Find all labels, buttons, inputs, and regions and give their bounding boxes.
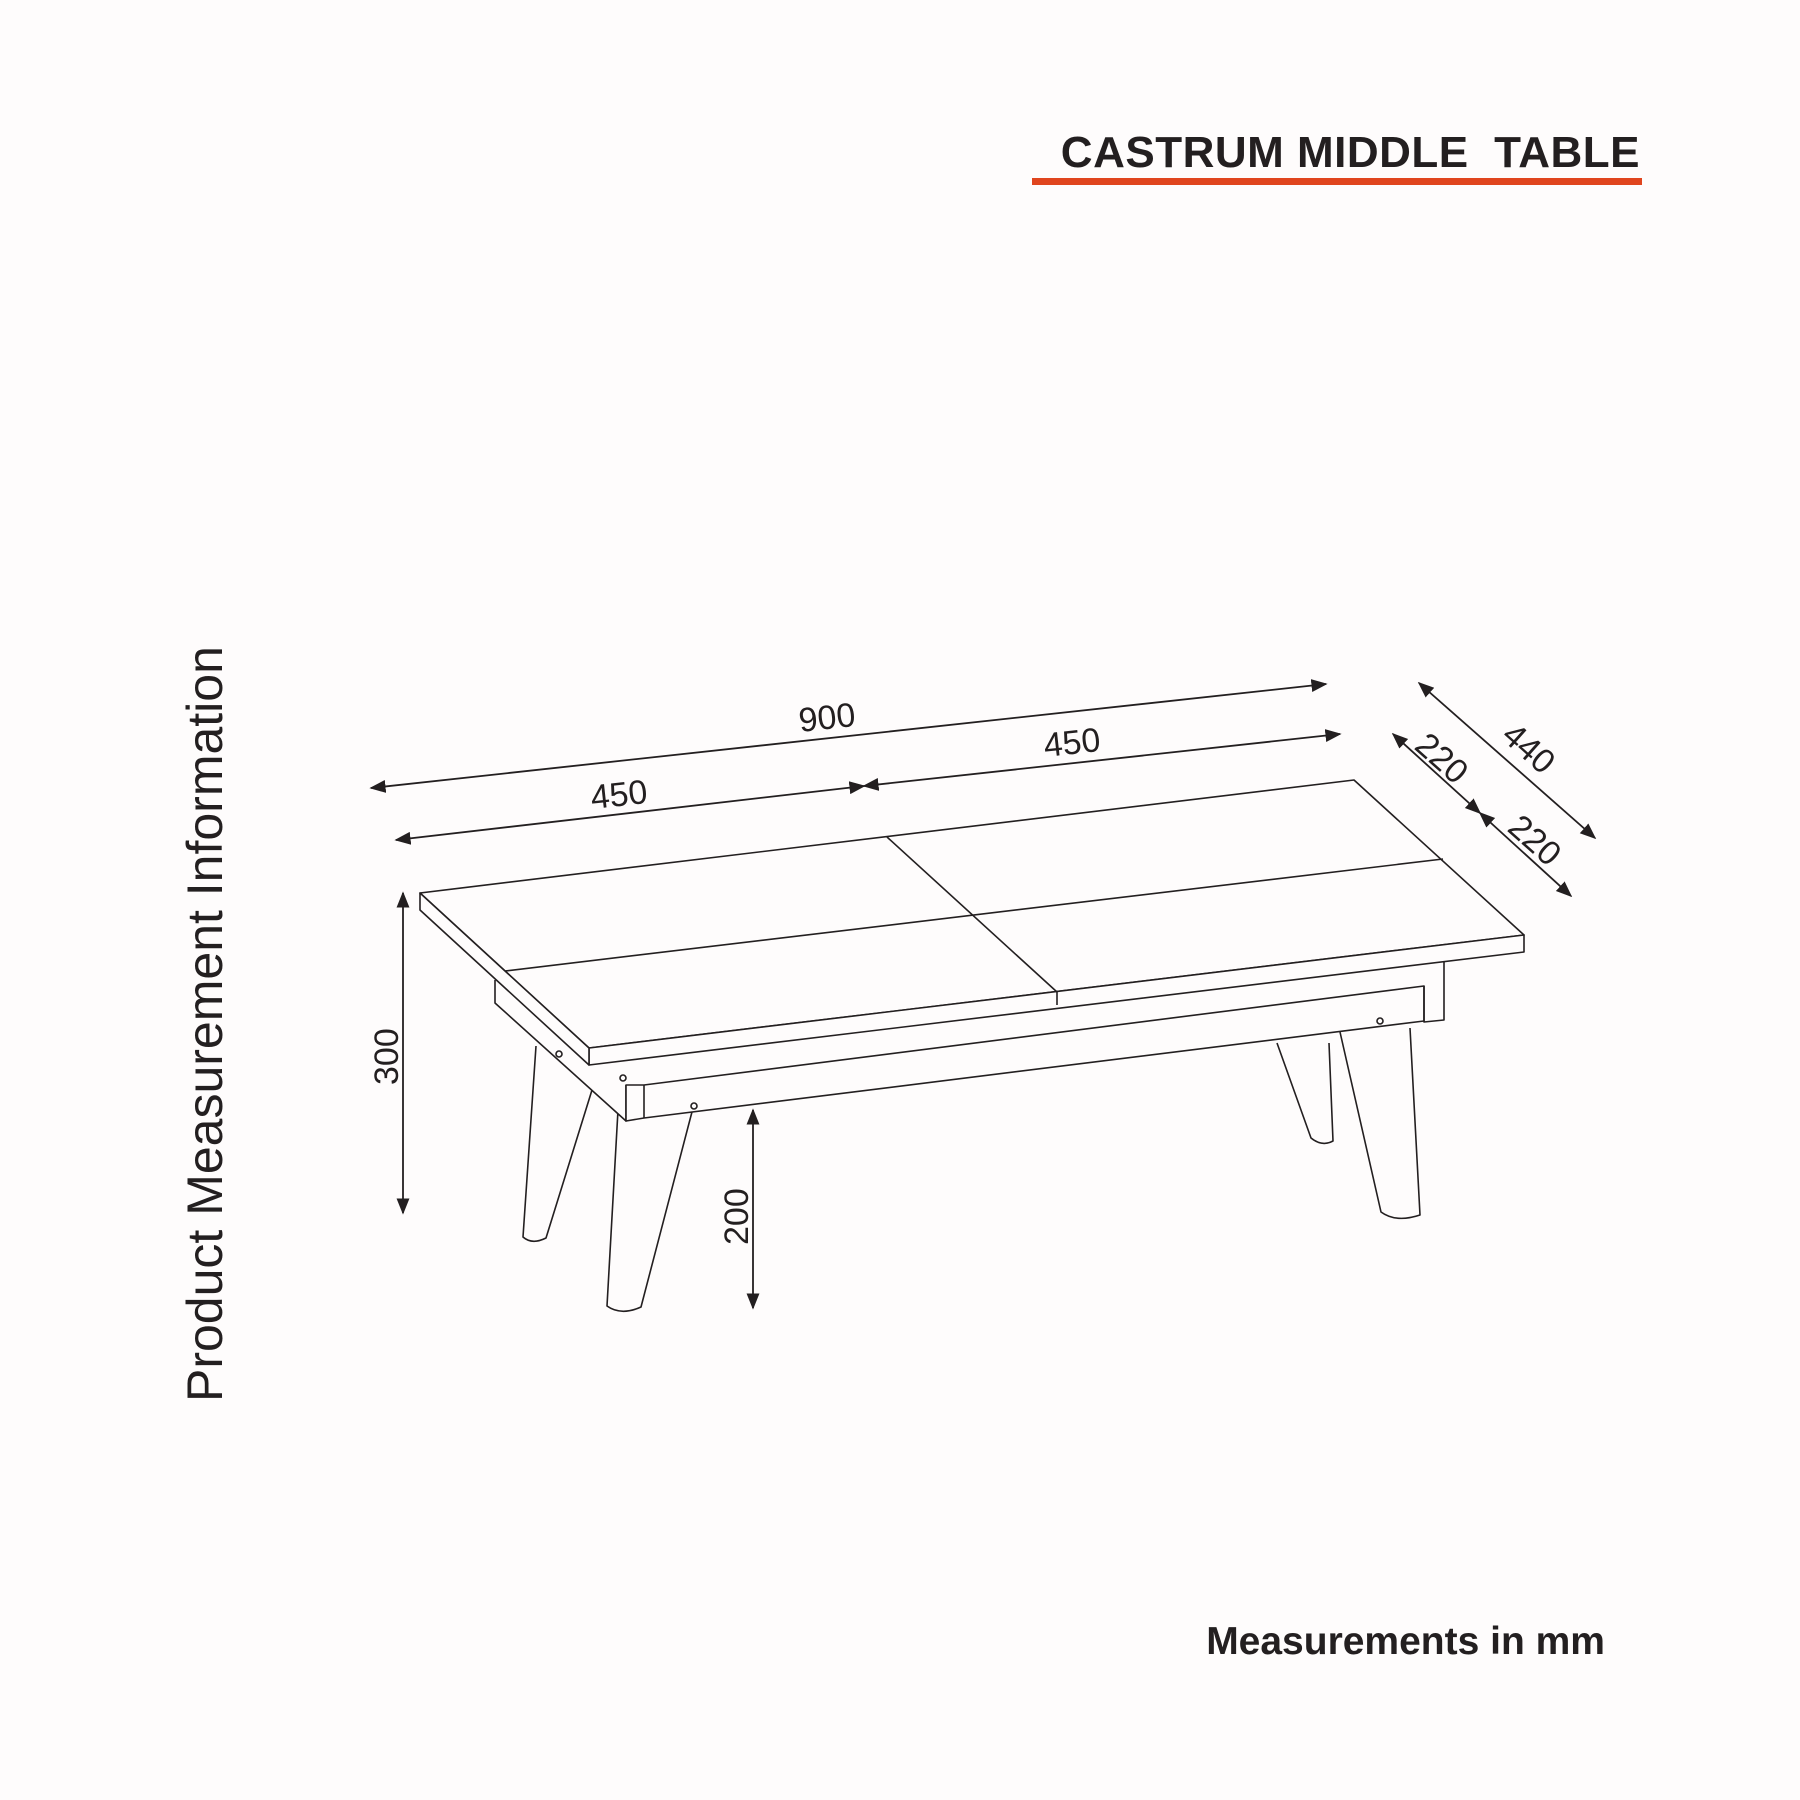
dim-line-220-front (1391, 732, 1482, 815)
dim-label-300: 300 (368, 1028, 406, 1085)
bolt-hole (1376, 1017, 1384, 1025)
dim-line-220-back (1478, 811, 1573, 898)
dim-label-450-right: 450 (1042, 721, 1103, 765)
dim-label-220-front: 220 (1408, 726, 1476, 792)
dimension-lines (369, 679, 1597, 1310)
leg-back-right (1276, 1042, 1334, 1145)
bolt-hole (690, 1102, 698, 1110)
bolt-hole (555, 1050, 563, 1058)
dim-label-440: 440 (1495, 716, 1563, 782)
dim-label-220-back: 220 (1501, 808, 1569, 874)
units-note: Measurements in mm (1206, 1620, 1605, 1663)
dim-line-900 (369, 679, 1328, 793)
product-title: CASTRUM MIDDLE TABLE (1060, 128, 1640, 177)
tabletop-left-edge (419, 892, 590, 1066)
bolt-hole (619, 1074, 627, 1082)
table-illustration (419, 779, 1525, 1313)
dim-label-450-left: 450 (589, 773, 650, 817)
dim-line-450-right (862, 729, 1342, 791)
dim-line-450-left (394, 781, 866, 845)
dim-label-200: 200 (718, 1188, 756, 1245)
seam-lift-panel (504, 858, 1444, 972)
leg-back-left (522, 1045, 593, 1243)
leg-front-right (1339, 1027, 1421, 1220)
title-underline (1032, 178, 1642, 185)
leg-front-left (606, 1107, 694, 1313)
apron-right-side (1423, 957, 1445, 1023)
dim-label-900: 900 (797, 696, 858, 740)
